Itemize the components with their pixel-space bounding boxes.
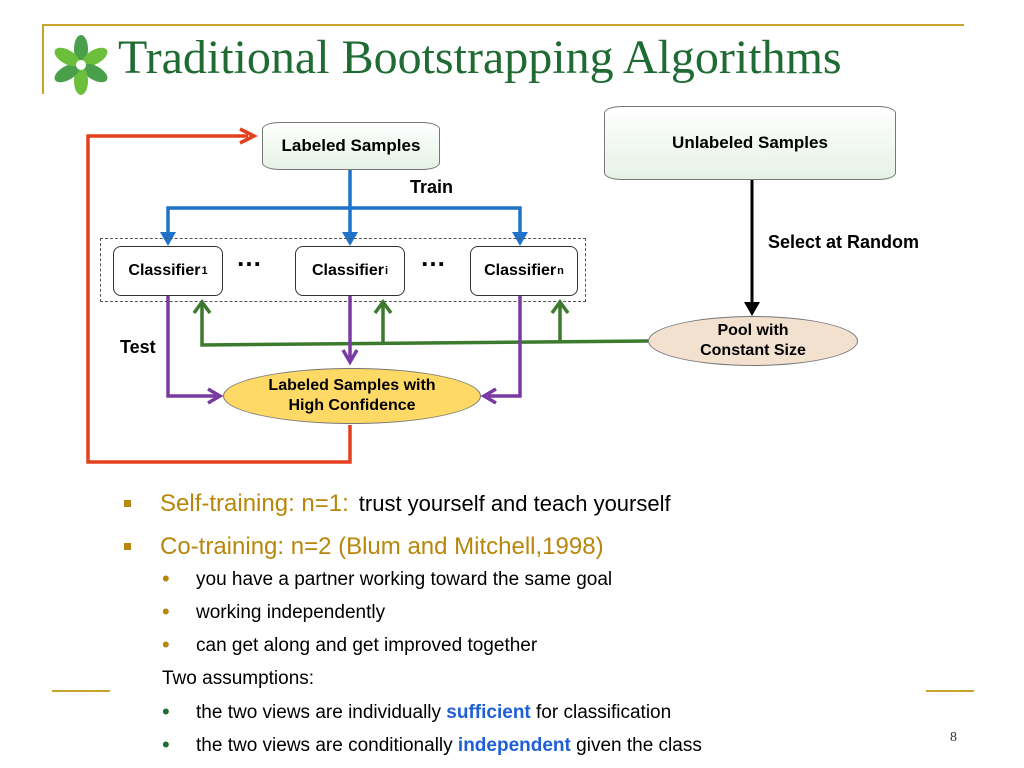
frame-top-line — [42, 24, 964, 26]
frame-bottom-left-line — [52, 690, 110, 692]
two-assumptions-heading: Two assumptions: — [162, 668, 315, 689]
bullet-co-training: Co-training: n=2 (Blum and Mitchell,1998… — [124, 533, 604, 561]
dot-bullet-icon: • — [162, 632, 170, 657]
assumption-2-post: given the class — [576, 735, 702, 756]
unlabeled-samples-store: Unlabeled Samples — [604, 106, 896, 180]
co-training-heading: Co-training: n=2 (Blum and Mitchell,1998… — [160, 533, 604, 560]
sub-bullet-together-text: can get along and get improved together — [196, 635, 538, 656]
classifier-group-border — [100, 238, 586, 302]
high-confidence-line-1: Labeled Samples with — [268, 377, 436, 394]
sub-bullet-independent: • working independently — [162, 599, 386, 624]
self-training-heading: Self-training: n=1: — [160, 490, 349, 517]
assumption-1-pre: the two views are individually — [196, 702, 442, 723]
classifier-n-subscript: n — [557, 265, 564, 277]
pool-feed-arrows — [192, 299, 649, 347]
slide-title: Traditional Bootstrapping Algorithms — [118, 31, 842, 84]
assumption-2-keyword: independent — [457, 735, 571, 756]
test-label: Test — [120, 337, 156, 357]
assumption-independent: • the two views are conditionally indepe… — [162, 732, 702, 757]
pool-line-2: Constant Size — [700, 342, 806, 359]
ellipsis-2: … — [420, 242, 446, 272]
dot-bullet-icon: • — [162, 732, 170, 757]
sub-bullet-independent-text: working independently — [196, 602, 386, 623]
assumption-1-post: for classification — [536, 702, 672, 723]
ellipsis-1: … — [236, 242, 262, 272]
dot-bullet-icon: • — [162, 699, 170, 724]
classifier-i-label: Classifier — [311, 262, 384, 279]
classifier-i-subscript: i — [384, 265, 389, 277]
classifier-1-label: Classifier — [128, 262, 201, 279]
labeled-samples-store: Labeled Samples — [262, 122, 440, 170]
dot-bullet-icon: • — [162, 566, 170, 591]
pool-constant-size-node: Pool with Constant Size — [648, 316, 858, 366]
assumption-2-pre: the two views are conditionally — [196, 735, 453, 756]
pool-line-1: Pool with — [717, 322, 789, 339]
frame-left-line — [42, 24, 44, 94]
assumption-sufficient: • the two views are individually suffici… — [162, 699, 672, 724]
select-at-random-label: Select at Random — [768, 232, 920, 252]
feedback-loop-line — [86, 134, 352, 464]
test-arrows — [166, 296, 522, 405]
square-bullet-icon — [124, 500, 131, 507]
self-training-description: trust yourself and teach yourself — [358, 491, 671, 516]
page-number: 8 — [950, 730, 957, 745]
train-label: Train — [410, 177, 454, 197]
high-confidence-line-2: High Confidence — [288, 397, 416, 414]
train-arrows — [166, 170, 522, 238]
assumption-1-keyword: sufficient — [446, 702, 531, 723]
square-bullet-icon — [124, 543, 131, 550]
high-confidence-samples-node: Labeled Samples with High Confidence — [223, 368, 481, 424]
dot-bullet-icon: • — [162, 599, 170, 624]
sub-bullet-together: • can get along and get improved togethe… — [162, 632, 538, 657]
flower-logo-icon — [54, 35, 108, 95]
frame-bottom-right-line — [926, 690, 974, 692]
sub-bullet-partner-text: you have a partner working toward the sa… — [196, 569, 613, 590]
classifier-1-subscript: 1 — [201, 265, 208, 277]
classifier-n-label: Classifier — [484, 262, 557, 279]
sub-bullet-partner: • you have a partner working toward the … — [162, 566, 613, 591]
bullet-self-training: Self-training: n=1: trust yourself and te… — [124, 490, 671, 518]
